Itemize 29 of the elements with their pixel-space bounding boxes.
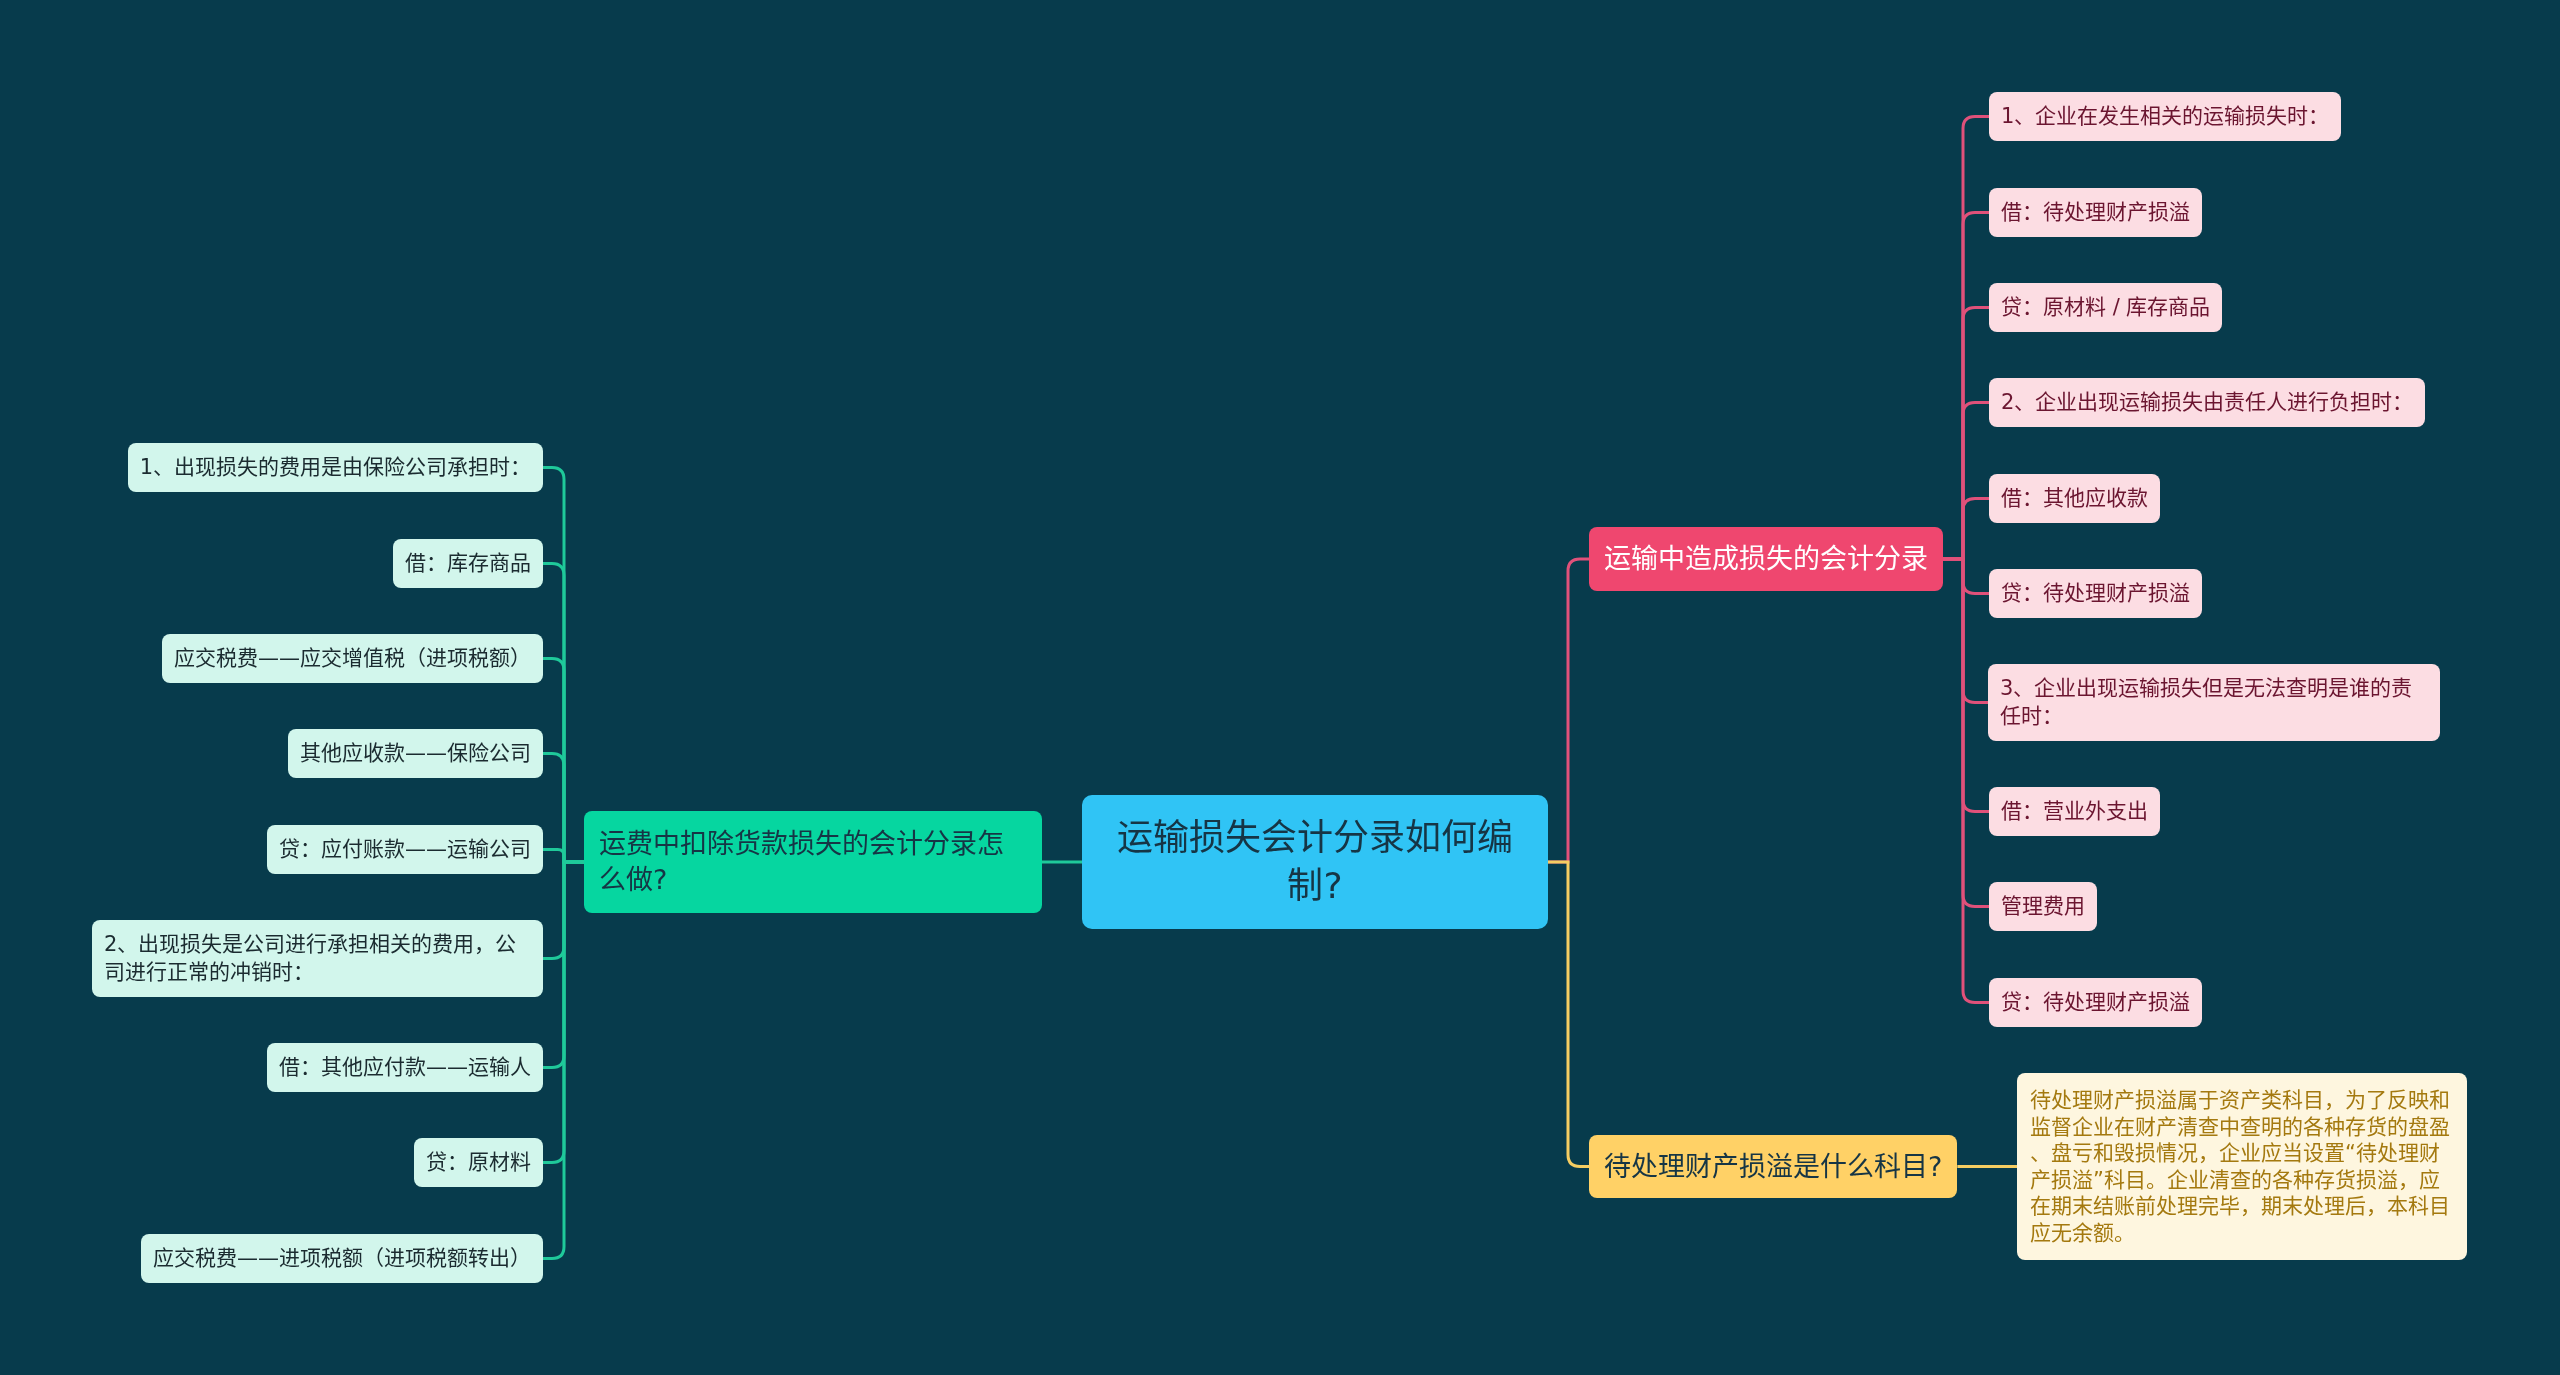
subtopic-box: 3、企业出现运输损失但是无法查明是谁的责任时：: [1988, 664, 2440, 741]
subtopic-box: 借：营业外支出: [1989, 787, 2160, 836]
subtopic-box: 1、企业在发生相关的运输损失时：: [1989, 92, 2342, 141]
topic-box: 待处理财产损溢是什么科目?: [1589, 1135, 1958, 1198]
subtopic-box: 贷：待处理财产损溢: [1989, 978, 2202, 1027]
subtopic-box: 2、出现损失是公司进行承担相关的费用，公司进行正常的冲销时：: [92, 920, 543, 997]
subtopic-box: 贷：原材料: [414, 1138, 543, 1187]
subtopic-box: 贷：待处理财产损溢: [1989, 569, 2202, 618]
subtopic-box: 借：库存商品: [393, 539, 543, 588]
subtopic-box: 借：其他应付款——运输人: [267, 1043, 543, 1092]
topic-box: 运输中造成损失的会计分录: [1589, 527, 1943, 591]
subtopic-box: 1、出现损失的费用是由保险公司承担时：: [127, 443, 543, 492]
connector-line: [1042, 860, 1082, 864]
connector-line: [1957, 1165, 2017, 1168]
subtopic-box: 管理费用: [1989, 882, 2097, 931]
subtopic-box: 应交税费——进项税额（进项税额转出）: [141, 1234, 543, 1283]
subtopic-box: 贷：原材料 / 库存商品: [1989, 283, 2223, 332]
connector-line: [1548, 860, 1589, 1168]
subtopic-box: 应交税费——应交增值税（进项税额）: [162, 634, 543, 683]
connector-line: [543, 860, 584, 1260]
subtopic-box: 贷：应付账款——运输公司: [267, 825, 543, 874]
subtopic-box: 借：其他应收款: [1989, 474, 2160, 523]
connector-line: [1943, 557, 1989, 1004]
note-box: 待处理财产损溢属于资产类科目，为了反映和监督企业在财产清查中查明的各种存货的盘盈、盘亏和毁损情况，企业应当设置“待处理财产损溢”科目。企业清查的各种存货损溢，应在期末结账前处理完毕，期末处理后，本科目应无余额。: [2017, 1073, 2467, 1260]
subtopic-box: 2、企业出现运输损失由责任人进行负担时：: [1989, 378, 2426, 427]
topic-box: 运费中扣除货款损失的会计分录怎么做?: [584, 811, 1042, 913]
subtopic-box: 借：待处理财产损溢: [1989, 188, 2202, 237]
subtopic-box: 其他应收款——保险公司: [288, 729, 543, 778]
central-topic-box: 运输损失会计分录如何编制?: [1082, 795, 1548, 929]
